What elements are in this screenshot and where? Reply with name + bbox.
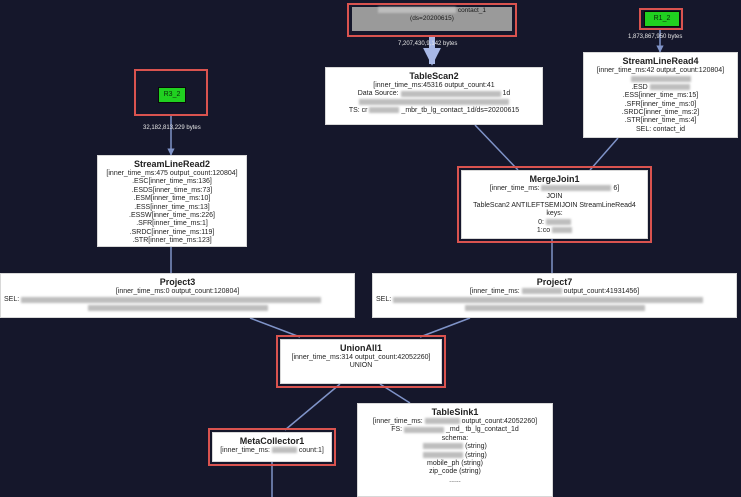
node-line: [inner_time_ms:0 output_count:120804] [115,288,240,295]
node-line: Data Source: [357,90,399,98]
node-line: [inner_time_ms:314 output_count:42052260… [291,354,431,361]
edge-unionall1-tablesink1 [379,383,411,404]
node-line: ...... [449,476,461,484]
node-line: keys: [546,210,563,218]
node-project7[interactable]: Project7 [inner_time_ms: output_count:41… [372,273,737,318]
node-line: .SRDC[inner_time_ms:119] [129,228,215,236]
node-line: ...... [101,246,243,247]
node-line: .ESS[inner_time_ms:15] [622,92,699,100]
r3-source-frame [134,69,208,116]
edge-unionall1-metacollector1 [284,383,341,431]
node-line: .ESDS[inner_time_ms:73] [131,186,213,194]
node-line: SEL: [4,296,20,304]
node-line: mobile_ph (string) [426,460,484,468]
node-unionall1[interactable]: UnionAll1 [inner_time_ms:314 output_coun… [276,335,446,388]
node-line: .SFR[inner_time_ms:0] [624,100,697,108]
r1-source-frame [639,8,683,30]
node-line: 1:co [536,227,551,235]
node-line: .ESD [631,83,648,91]
top-edge-label: 7,207,430,9,142 bytes [398,41,458,47]
node-line: .STR[inner_time_ms:4] [624,117,697,125]
node-line: [inner_time_ms: [489,185,540,192]
node-line: .ESSW[inner_time_ms:226] [129,212,215,220]
r3-source[interactable]: R3_2 [158,87,186,103]
r1-edge-label: 1,873,867,950 bytes [628,34,683,40]
edge-streamlineread4-mergejoin1 [589,137,619,171]
node-line: count:1] [298,447,324,454]
node-line: UNION [349,362,373,370]
top-source-table[interactable]: contact_1 (ds=20200615) [352,7,512,31]
edge-project3-unionall1 [249,317,301,338]
node-line: [inner_time_ms: [469,288,520,295]
node-line: [inner_time_ms:45316 output_count:41 [373,82,495,89]
node-streamlineread4[interactable]: StreamLineRead4 [inner_time_ms:42 output… [583,52,738,138]
node-line: [inner_time_ms: [220,447,270,454]
node-line: .ESS[inner_time_ms:13] [134,203,210,211]
node-mergejoin1[interactable]: MergeJoin1 [inner_time_ms: 6] JOIN Table… [457,166,652,243]
node-tablescan2[interactable]: TableScan2 [inner_time_ms:45316 output_c… [325,67,543,125]
node-title: Project7 [536,277,573,287]
node-line: _mbr_tb_lg_contact_1d/ds=20200615 [401,107,520,115]
node-line: [inner_time_ms:475 output_count:120804] [106,170,238,177]
node-line: [inner_time_ms:42 output_count:120804] [596,67,725,74]
top-source-line1: contact_1 [457,7,486,14]
node-line: 0: [538,218,544,226]
node-line: JOIN [546,193,563,201]
node-title: MetaCollector1 [239,436,305,446]
node-line: TS: cr [348,107,368,115]
edge-tablescan2-mergejoin1 [474,124,519,171]
node-line: [inner_time_ms: [372,418,423,425]
node-line: .SFR[inner_time_ms:1] [136,220,208,228]
top-source-line2: (ds=20200615) [410,15,454,22]
node-line: .SRDC[inner_time_ms:2] [621,109,700,117]
node-streamlineread2[interactable]: StreamLineRead2 [inner_time_ms:475 outpu… [97,155,247,247]
top-source-frame [347,3,517,37]
r1-source[interactable]: R1_2 [644,11,680,27]
node-line: (string) [465,443,487,451]
node-line: schema: [441,434,469,442]
node-line: output_count:42052260] [461,418,538,425]
node-tablesink1[interactable]: TableSink1 [inner_time_ms: output_count:… [357,403,553,497]
node-metacollector1[interactable]: MetaCollector1 [inner_time_ms: count:1] [208,428,336,466]
r3-edge-label: 32,182,813,229 bytes [143,125,201,131]
node-line: .STR[inner_time_ms:123] [132,237,212,245]
node-line: SEL: [376,296,392,304]
node-line: SEL: contact_id [635,125,686,133]
edge-project7-unionall1 [419,317,471,338]
node-title: TableScan2 [409,71,459,81]
node-title: Project3 [159,277,196,287]
node-title: StreamLineRead2 [133,159,211,169]
node-title: MergeJoin1 [529,174,580,184]
node-line: output_count:41931456] [563,288,640,295]
node-line: tb_lg_contact_1d [465,426,519,434]
node-line: .ESM[inner_time_ms:10] [133,195,211,203]
node-title: TableSink1 [431,407,479,417]
node-line: _md_ [446,426,464,434]
node-line: (string) [465,451,487,459]
node-title: StreamLineRead4 [622,56,699,66]
node-line: FS: [391,426,403,434]
node-project3[interactable]: Project3 [inner_time_ms:0 output_count:1… [0,273,355,318]
node-line: zip_code (string) [429,468,481,476]
node-title: UnionAll1 [340,343,382,353]
node-line: .ESC[inner_time_ms:136] [132,178,212,186]
node-line: TableScan2 ANTILEFTSEMIJOIN StreamLineRe… [473,201,636,209]
